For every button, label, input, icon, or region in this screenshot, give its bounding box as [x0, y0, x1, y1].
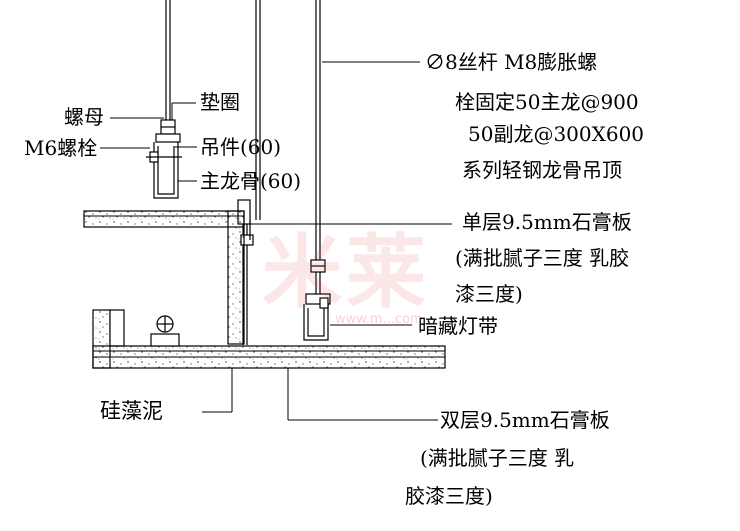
label-rod-spec-4: 系列轻钢龙骨吊顶: [462, 158, 622, 182]
label-double-board-3: 胶漆三度): [405, 484, 493, 508]
label-main-keel: 主龙骨(60): [200, 169, 302, 193]
right-hanger-assembly: [303, 259, 331, 341]
label-rod-spec-2: 栓固定50主龙@900: [455, 90, 639, 114]
watermark-logo: 米莱: [262, 226, 430, 319]
label-washer: 垫圈: [200, 90, 240, 114]
watermark-url: www.m...com: [335, 312, 423, 327]
label-single-board-1: 单层9.5mm石膏板: [462, 210, 632, 234]
label-single-board-3: 漆三度): [455, 282, 523, 306]
label-rod-spec-3: 50副龙@300X600: [468, 122, 645, 146]
label-double-board-1: 双层9.5mm石膏板: [440, 408, 610, 432]
label-led-strip: 暗藏灯带: [418, 314, 498, 338]
leader-lines: [100, 61, 452, 421]
label-double-board-2: (满批腻子三度 乳: [420, 446, 575, 470]
label-rod-spec-1: ∅8丝杆 M8膨胀螺: [425, 50, 598, 74]
label-m6-bolt: M6螺栓: [24, 136, 98, 160]
label-single-board-2: (满批腻子三度 乳胶: [455, 246, 630, 270]
led-strip-fixture: [150, 315, 180, 347]
label-nut: 螺母: [64, 105, 104, 129]
label-hanger: 吊件(60): [200, 135, 282, 159]
left-hanger-assembly: [146, 119, 182, 199]
label-diatom-mud: 硅藻泥: [100, 399, 163, 423]
single-gypsum-board: [83, 210, 245, 345]
double-gypsum-board: [92, 309, 446, 369]
